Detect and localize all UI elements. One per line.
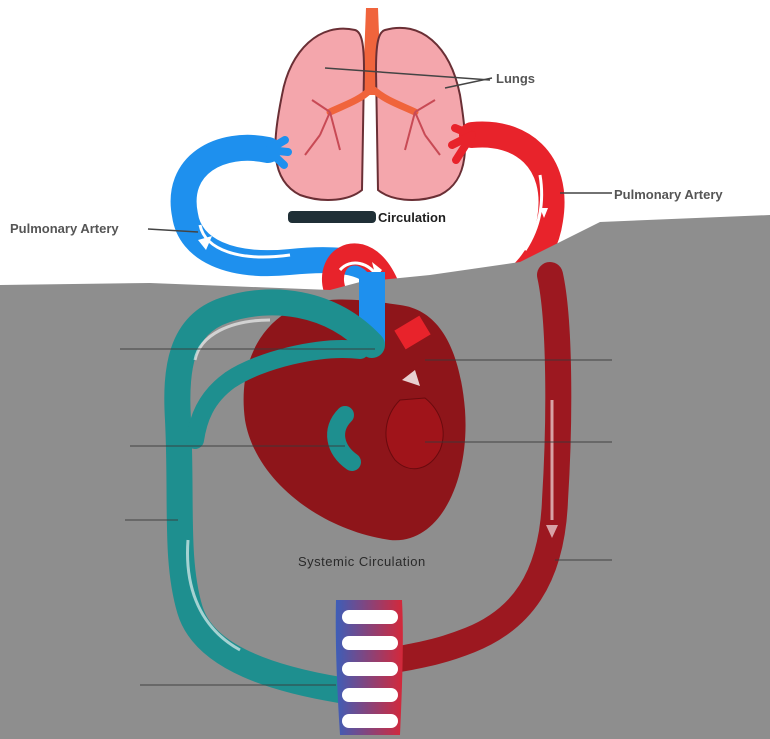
flow-arrow-heart [402,370,420,386]
lungs-leader-1 [324,67,491,81]
right-lung [374,26,467,201]
flow-arrow-left [198,236,212,250]
venous-flow-lines [186,318,271,652]
venous-return [164,289,385,703]
bronchi [326,86,419,116]
lungs-leader-2 [444,77,493,89]
capillary-bed [335,600,403,735]
vena-cava-upper-branch [186,340,369,449]
flow-arrow-right [540,208,548,218]
obscured-leaders [120,348,612,686]
lungs-label: Lungs [496,71,535,86]
pulmonary-artery-right-label: Pulmonary Artery [614,187,723,202]
flow-arrow-arch [372,262,382,278]
pulmonary-flow-line-left [198,224,291,259]
bronchioles [304,99,441,156]
pulmonary-flow-line-right [523,174,544,251]
left-ventricle [385,397,444,470]
aorta-flow-lines [546,400,558,538]
pulmonary-artery-left-label: Pulmonary Artery [10,221,119,236]
vena-cava-to-heart [327,406,361,471]
pulmonary-branches-left [264,136,292,169]
pulmonary-artery-left-leader [147,228,199,233]
pulmonary-circulation-label: Circulation [378,210,446,225]
pulmonary-vein-entry [394,315,431,350]
aorta [382,262,572,673]
redaction-bar [288,211,376,223]
pulmonary-branches-right [448,124,476,164]
systemic-circulation-label: Systemic Circulation [298,554,426,569]
left-lung [274,27,366,201]
